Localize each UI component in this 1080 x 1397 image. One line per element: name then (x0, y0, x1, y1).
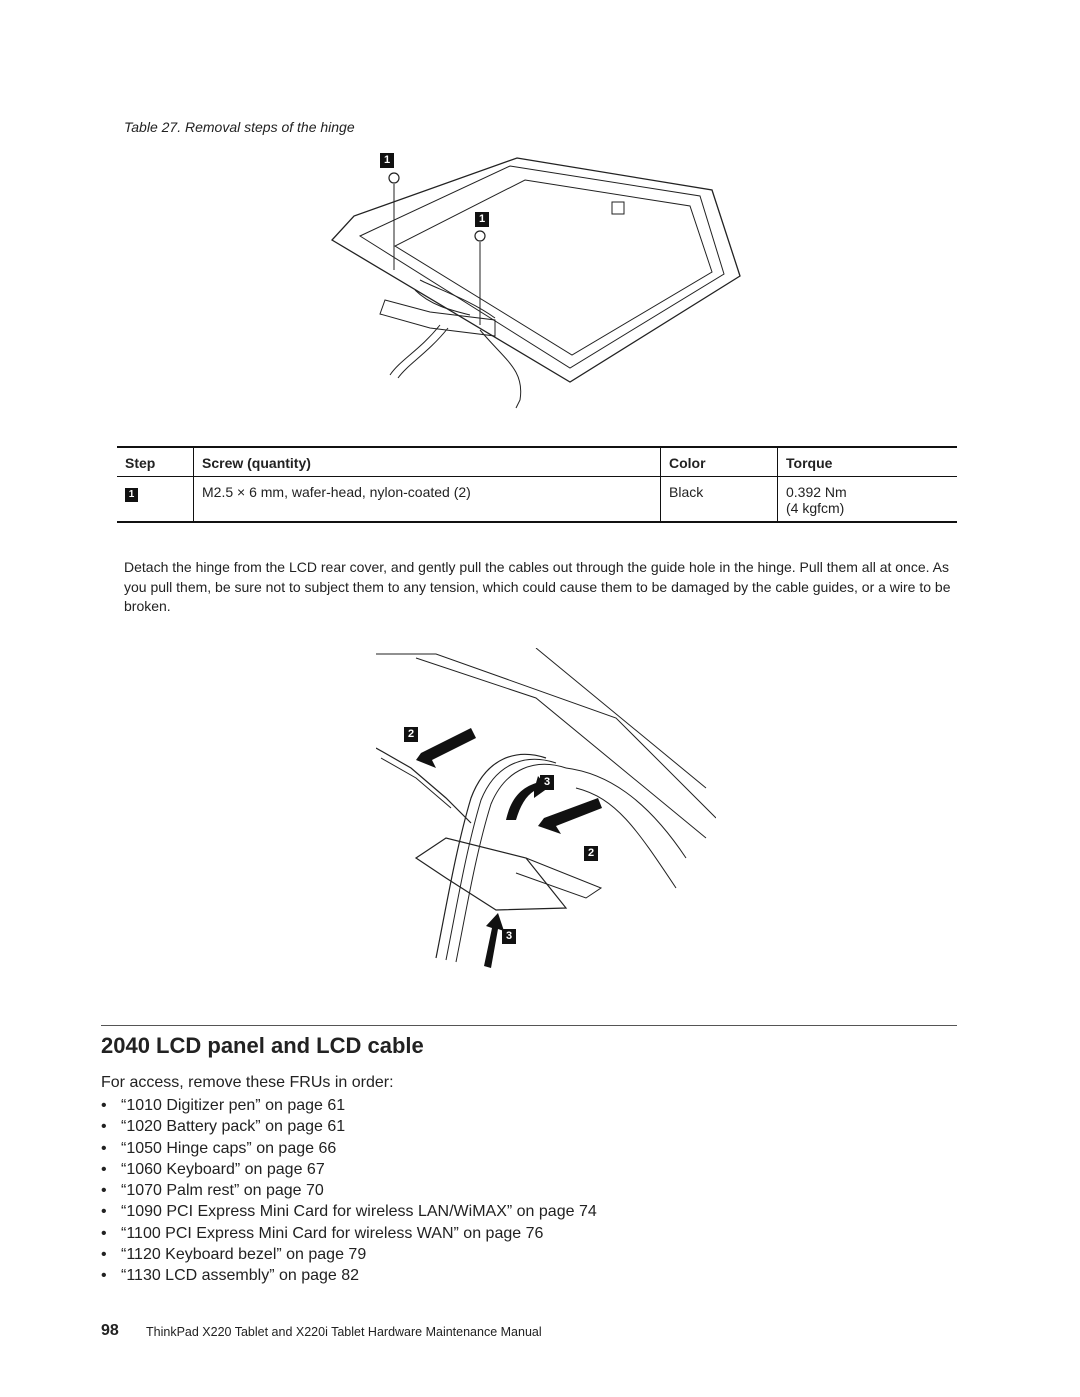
list-item-text: “1020 Battery pack” on page 61 (121, 1118, 346, 1136)
header-torque: Torque (777, 446, 957, 477)
screw-table: Step Screw (quantity) Color Torque 1 M2.… (117, 446, 957, 523)
header-step: Step (117, 446, 194, 477)
callout-1-top: 1 (380, 153, 394, 168)
list-item[interactable]: •“1020 Battery pack” on page 61 (101, 1118, 346, 1136)
manual-title: ThinkPad X220 Tablet and X220i Tablet Ha… (146, 1325, 542, 1339)
list-item-text: “1130 LCD assembly” on page 82 (121, 1267, 360, 1285)
callout-2-right: 2 (584, 846, 598, 861)
table-caption: Table 27. Removal steps of the hinge (124, 119, 355, 135)
hinge-removal-figure: 1 1 (320, 150, 760, 420)
torque-cell: 0.392 Nm (4 kgfcm) (777, 476, 957, 523)
list-item-text: “1010 Digitizer pen” on page 61 (121, 1097, 346, 1114)
list-item-text: “1090 PCI Express Mini Card for wireless… (121, 1203, 597, 1221)
list-item-text: “1060 Keyboard” on page 67 (121, 1160, 325, 1178)
list-item-text: “1120 Keyboard bezel” on page 79 (121, 1246, 367, 1264)
section-heading: 2040 LCD panel and LCD cable (101, 1033, 424, 1058)
page-number: 98 (101, 1322, 119, 1339)
list-item-text: “1050 Hinge caps” on page 66 (121, 1139, 337, 1157)
list-item[interactable]: •“1050 Hinge caps” on page 66 (101, 1139, 337, 1157)
torque-kgfcm: (4 kgfcm) (786, 500, 845, 516)
screw-cell: M2.5 × 6 mm, wafer-head, nylon-coated (2… (193, 476, 661, 523)
header-screw: Screw (quantity) (193, 446, 661, 477)
list-item[interactable]: •“1070 Palm rest” on page 70 (101, 1182, 324, 1200)
callout-2-left: 2 (404, 727, 418, 742)
hinge-cable-figure: 2 3 2 3 (375, 647, 717, 978)
header-color: Color (660, 446, 778, 477)
list-item[interactable]: •“1120 Keyboard bezel” on page 79 (101, 1246, 367, 1264)
color-cell: Black (660, 476, 778, 523)
section-divider (101, 1025, 957, 1026)
torque-value: 0.392 Nm (786, 484, 847, 500)
list-item[interactable]: •“1090 PCI Express Mini Card for wireles… (101, 1203, 597, 1221)
table-row: 1 M2.5 × 6 mm, wafer-head, nylon-coated … (117, 476, 957, 523)
callout-1-middle: 1 (475, 212, 489, 227)
fru-list: •“1010 Digitizer pen” on page 61 •“1020 … (101, 1095, 597, 1287)
list-item[interactable]: •“1010 Digitizer pen” on page 61 (101, 1097, 346, 1114)
step-cell: 1 (117, 476, 194, 523)
step-badge: 1 (125, 488, 138, 502)
callout-3-bottom: 3 (502, 929, 516, 944)
list-item-text: “1100 PCI Express Mini Card for wireless… (121, 1224, 544, 1242)
list-item[interactable]: •“1100 PCI Express Mini Card for wireles… (101, 1224, 544, 1242)
callout-3-top: 3 (540, 775, 554, 790)
list-item[interactable]: •“1130 LCD assembly” on page 82 (101, 1267, 360, 1285)
section-intro: For access, remove these FRUs in order: (101, 1074, 394, 1091)
list-item-text: “1070 Palm rest” on page 70 (121, 1182, 324, 1200)
list-item[interactable]: •“1060 Keyboard” on page 67 (101, 1160, 325, 1178)
instruction-paragraph: Detach the hinge from the LCD rear cover… (124, 559, 951, 614)
